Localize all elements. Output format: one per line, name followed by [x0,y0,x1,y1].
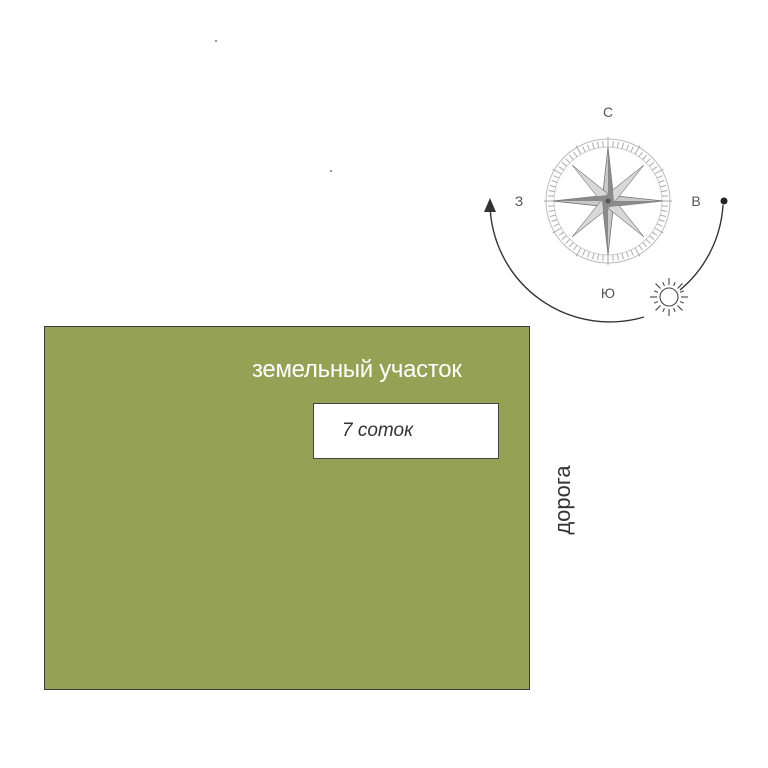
compass-tick [642,242,647,248]
compass-tick [552,168,562,175]
compass-tick [661,190,668,193]
compass-tick [575,247,582,257]
compass-tick [634,145,641,155]
compass-tick [573,151,578,158]
compass-tick [602,141,604,148]
compass-tick [661,205,668,207]
sun-ray [679,301,684,304]
sun-ray [679,290,684,293]
compass-north: С [603,104,613,120]
compass-tick [591,142,595,149]
sun-ray [677,305,683,311]
compass-tick [548,209,555,212]
compass-tick [565,238,571,244]
compass-tick [558,231,565,236]
area-box: 7 соток [313,403,499,459]
compass-tick [638,151,643,158]
compass-tick [661,209,668,212]
compass-tick [660,214,667,218]
compass-tick [551,180,558,184]
compass-tick [649,235,655,240]
compass-tick [587,144,591,151]
compass-tick [621,253,625,260]
compass-east: В [691,193,700,209]
compass-west: З [515,193,523,209]
sun-ray [655,283,661,289]
compass-tick [553,223,560,227]
compass-tick [597,141,600,148]
compass-tick [612,254,614,261]
compass-tick [621,142,625,149]
compass-tick [597,254,600,261]
compass-tick [634,247,641,257]
compass-tick [553,175,560,179]
sun-icon [650,278,688,316]
sun-ray [677,283,683,289]
compass-tick [569,154,574,160]
compass-tick [591,253,595,260]
sun-ray [655,305,661,311]
compass-tick [549,184,556,188]
compass-tick [548,205,555,207]
compass-tick [565,158,571,164]
compass-tick [561,235,567,240]
area-label: 7 соток [342,420,414,441]
sun-ray [673,282,676,287]
compass-tick [651,166,658,171]
compass-tick [587,251,591,258]
compass-tick [630,249,634,256]
compass-tick [552,227,562,234]
compass-tick [616,254,619,261]
compass-tick [661,195,668,197]
sun-ray [673,307,676,312]
compass-tick [654,168,664,175]
sun-ray [654,301,659,304]
sun-ray [662,282,665,287]
compass-tick [658,180,665,184]
compass-tick [558,166,565,171]
compass-tick [548,190,555,193]
speck [215,40,217,42]
compass-tick [561,162,567,167]
sun-ray [654,290,659,293]
compass-tick [660,184,667,188]
compass-tick [656,223,663,227]
compass-tick [630,146,634,153]
compass-south: Ю [601,285,615,301]
sun-ray [662,307,665,312]
compass-tick [656,175,663,179]
compass-tick [549,214,556,218]
compass-tick [654,227,664,234]
land-plot [44,326,530,690]
compass-tick [651,231,658,236]
compass-tick [602,254,604,261]
compass-tick [616,141,619,148]
compass-tick [575,145,582,155]
compass-tick [548,195,555,197]
compass-tick [582,249,586,256]
compass-tick [625,251,629,258]
speck [330,170,332,172]
compass-tick [612,141,614,148]
compass-tick [645,238,651,244]
plot-label: земельный участок [252,356,462,383]
compass-tick [642,154,647,160]
compass-tick [625,144,629,151]
compass-rose-icon [544,137,672,265]
compass-tick [551,218,558,222]
compass-tick [658,218,665,222]
compass-tick [638,244,643,251]
compass-tick [649,162,655,167]
compass-tick [645,158,651,164]
sun-path-arrow-icon [484,197,728,323]
compass-tick [573,244,578,251]
compass-tick [582,146,586,153]
compass-tick [569,242,574,248]
